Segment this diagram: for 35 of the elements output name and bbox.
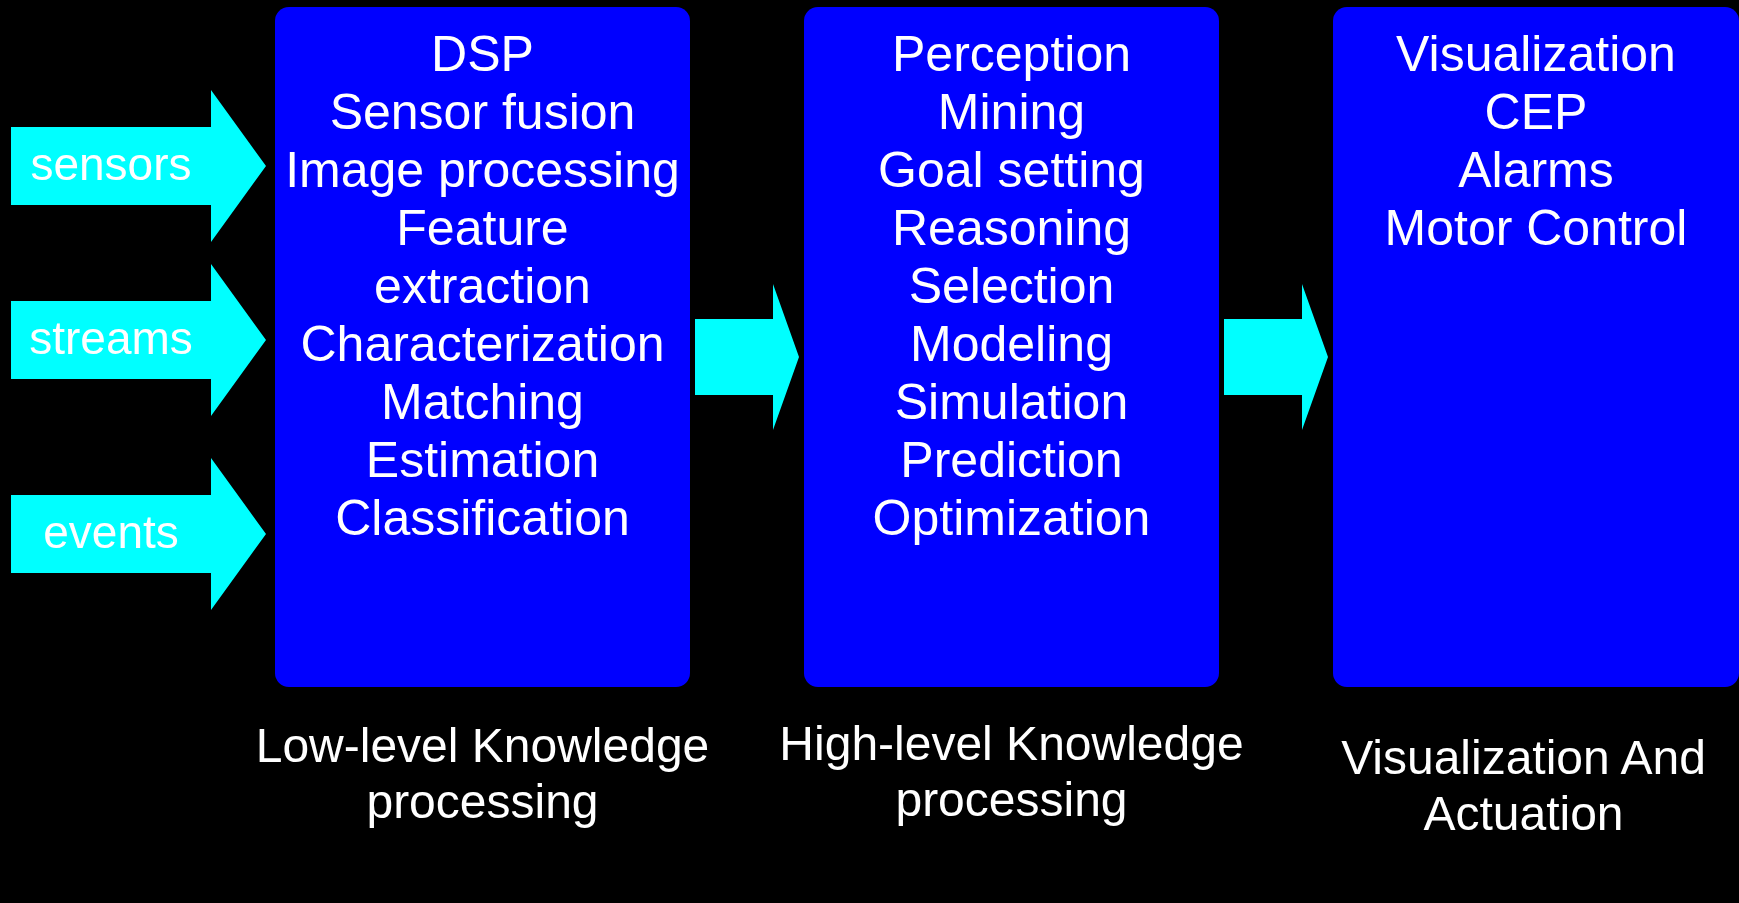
stage-caption: Visualization And Actuation bbox=[1340, 730, 1707, 842]
step-text: Simulation bbox=[893, 373, 1130, 431]
step-text: Image processing bbox=[284, 141, 681, 199]
step-text: Matching bbox=[380, 373, 585, 431]
edge-label: streams bbox=[28, 312, 194, 364]
step-text: Perception bbox=[890, 25, 1132, 83]
process-box bbox=[275, 7, 690, 687]
stage-caption: Low-level Knowledge processing bbox=[254, 718, 711, 830]
step-text: Motor Control bbox=[1383, 199, 1689, 257]
step-text: Sensor fusion bbox=[328, 83, 637, 141]
step-text: Mining bbox=[936, 83, 1087, 141]
step-text: Visualization bbox=[1395, 25, 1677, 83]
step-text: Prediction bbox=[899, 431, 1124, 489]
step-text: Classification bbox=[334, 489, 631, 547]
process-box bbox=[804, 7, 1219, 687]
block-arrow bbox=[695, 284, 799, 430]
step-text: DSP bbox=[430, 25, 535, 83]
step-text: Estimation bbox=[364, 431, 601, 489]
stage-caption: High-level Knowledge processing bbox=[779, 716, 1244, 828]
step-text: Reasoning bbox=[890, 199, 1133, 257]
step-text: Alarms bbox=[1457, 141, 1615, 199]
step-text: Selection bbox=[907, 257, 1116, 315]
block-arrow bbox=[11, 90, 266, 242]
step-text: Goal setting bbox=[877, 141, 1146, 199]
step-text: Characterization bbox=[299, 315, 666, 373]
block-arrow bbox=[11, 458, 266, 610]
step-text: Modeling bbox=[909, 315, 1114, 373]
edge-label: events bbox=[42, 506, 180, 558]
step-text: Feature extraction bbox=[373, 199, 592, 315]
process-box bbox=[1333, 7, 1739, 687]
step-text: Optimization bbox=[871, 489, 1152, 547]
edge-label: sensors bbox=[29, 138, 193, 190]
step-text: CEP bbox=[1483, 83, 1589, 141]
block-arrow bbox=[11, 264, 266, 416]
block-arrow bbox=[1224, 284, 1328, 430]
